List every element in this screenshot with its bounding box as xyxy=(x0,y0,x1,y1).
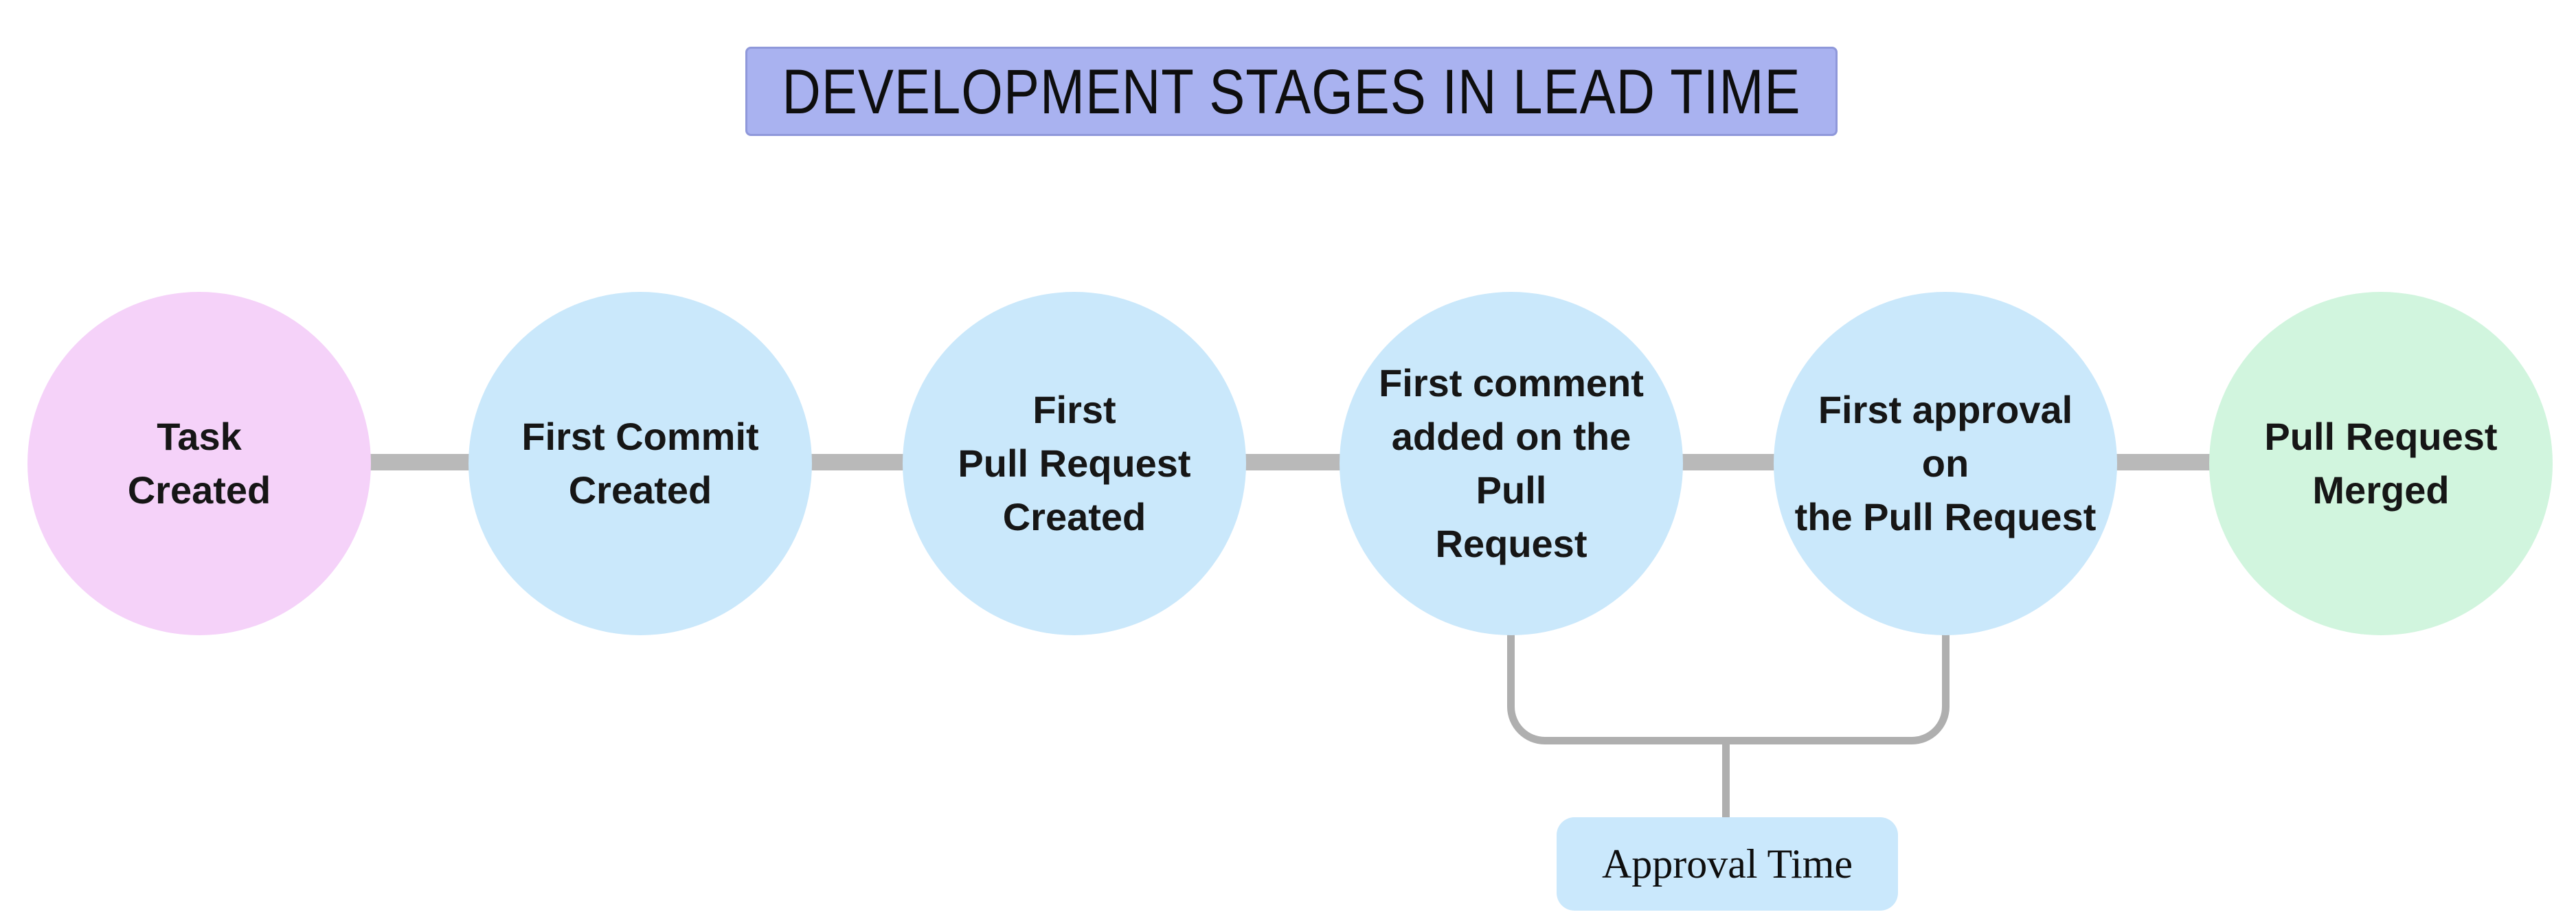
diagram-title: DEVELOPMENT STAGES IN LEAD TIME xyxy=(782,55,1801,127)
approval-time-label-box: Approval Time xyxy=(1557,817,1898,911)
approval-time-bracket xyxy=(1507,633,1950,744)
approval-time-label: Approval Time xyxy=(1601,841,1853,887)
diagram-title-banner: DEVELOPMENT STAGES IN LEAD TIME xyxy=(745,47,1838,136)
approval-time-bracket-stem xyxy=(1722,743,1730,819)
